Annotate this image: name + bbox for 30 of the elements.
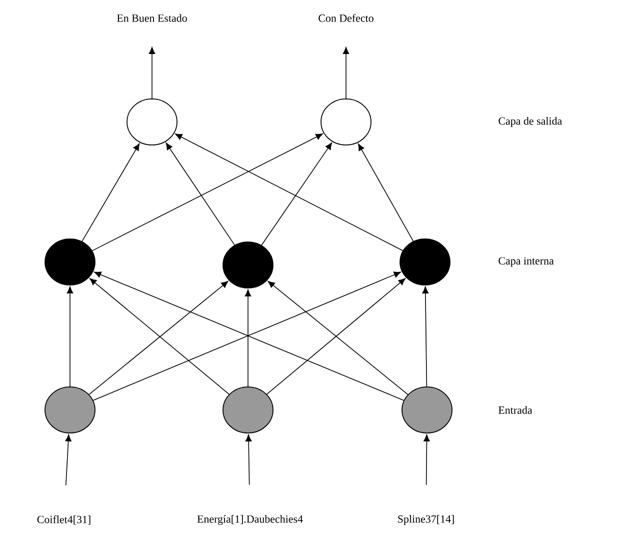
node-label: En Buen Estado — [117, 14, 187, 22]
arrow — [166, 142, 236, 246]
arrow — [261, 142, 332, 246]
arrow — [65, 434, 72, 486]
output-neuron — [126, 98, 178, 146]
hidden-neuron — [44, 238, 96, 286]
hidden-neuron — [400, 238, 450, 286]
node-label: Coiflet4[31] — [37, 515, 90, 525]
arrow — [66, 286, 74, 387]
arrow — [175, 134, 404, 251]
input-neuron — [222, 386, 274, 434]
arrow — [92, 134, 323, 252]
arrow — [342, 47, 350, 99]
hidden-neuron — [222, 242, 274, 288]
layer-label: Entrada — [498, 406, 532, 414]
layer-label: Capa interna — [498, 257, 554, 267]
arrow — [244, 289, 252, 387]
arrow — [82, 143, 140, 242]
arrow — [422, 286, 429, 387]
input-neuron — [402, 386, 452, 434]
arrow — [358, 144, 414, 242]
node-label: Energía[1].Daubechies4 — [197, 515, 303, 525]
input-neuron — [44, 386, 96, 434]
node-label: Con Defecto — [318, 14, 374, 22]
node-label: Spline37[14] — [398, 515, 454, 525]
output-neuron — [320, 98, 372, 146]
arrow — [424, 434, 430, 486]
arrow — [148, 47, 156, 99]
layer-label: Capa de salida — [498, 117, 562, 127]
arrow — [245, 434, 252, 486]
